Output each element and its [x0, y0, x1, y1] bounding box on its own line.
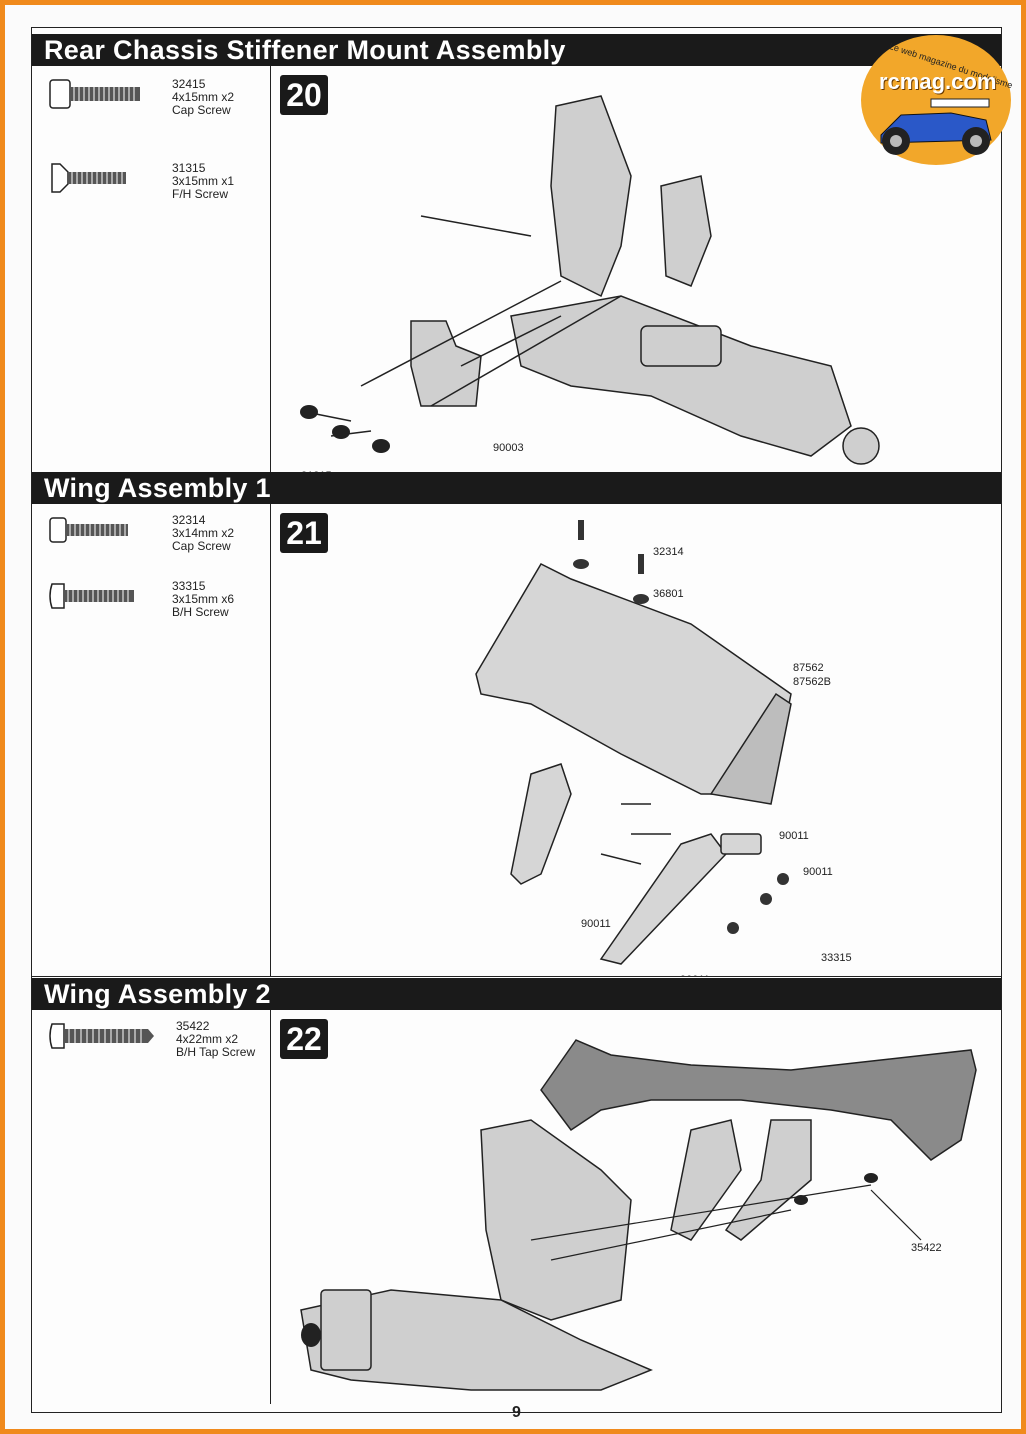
callout: 35422 [911, 1242, 942, 1254]
part-label: 33315 3x15mm x6 B/H Screw [172, 580, 234, 619]
cap-screw-icon [49, 79, 140, 109]
assembly-diagram-20: 20 [271, 66, 1001, 472]
callout: 90011 [581, 918, 611, 930]
step-number: 22 [280, 1019, 328, 1059]
part-label: 32415 4x15mm x2 Cap Screw [172, 78, 234, 117]
section-rear-chassis-stiffener: Rear Chassis Stiffener Mount Assembly 32… [32, 34, 1001, 473]
rear-wing-diagram-icon [475, 520, 792, 965]
callout: 31315 [301, 470, 332, 472]
part-size: 3x15mm x6 [172, 592, 235, 606]
flat-head-screw-icon [51, 163, 126, 193]
section-body: 32415 4x15mm x2 Cap Screw [32, 66, 1001, 473]
button-head-screw-icon [49, 583, 134, 609]
section-wing-assembly-1: Wing Assembly 1 32314 3x14mm [32, 472, 1001, 977]
callout: 87562B [793, 676, 831, 688]
logo-brand: rcmag.com [879, 69, 997, 94]
part-size: 4x22mm x2 [176, 1032, 239, 1046]
callout: 33315 [821, 952, 852, 964]
part-name: Cap Screw [172, 539, 231, 553]
callout: 90011 [779, 830, 809, 842]
part-code: 35422 [176, 1019, 210, 1033]
rcmag-logo[interactable]: Le web magazine du modelisme rcmag.com [861, 35, 1014, 165]
cap-screw-icon [49, 517, 128, 543]
part-size: 4x15mm x2 [172, 90, 235, 104]
section-title: Wing Assembly 1 [32, 472, 1001, 504]
part-size: 3x15mm x1 [172, 174, 235, 188]
part-name: B/H Tap Screw [176, 1045, 256, 1059]
part-name: F/H Screw [172, 187, 229, 201]
part-code: 32314 [172, 513, 206, 527]
assembly-diagram-21: 21 [271, 504, 1001, 976]
part-label: 32314 3x14mm x2 Cap Screw [172, 514, 234, 553]
manual-page: Rear Chassis Stiffener Mount Assembly 32… [31, 27, 1002, 1421]
part-label: 35422 4x22mm x2 B/H Tap Screw [176, 1020, 255, 1059]
callout: 87562 [793, 662, 824, 674]
part-size: 3x14mm x2 [172, 526, 235, 540]
callout: 32314 [653, 546, 684, 558]
rc-car-icon [880, 98, 992, 155]
page-number: 9 [512, 1404, 521, 1421]
rear-chassis-diagram-icon [300, 95, 880, 465]
section-title: Rear Chassis Stiffener Mount Assembly [32, 34, 1001, 66]
section-title: Wing Assembly 2 [32, 978, 1001, 1010]
callout: 90011 [680, 974, 710, 976]
callout: 90003 [493, 442, 524, 454]
part-code: 31315 [172, 161, 206, 175]
wing-on-chassis-diagram-icon [300, 1039, 977, 1391]
part-code: 32415 [172, 77, 206, 91]
section-body: 35422 4x22mm x2 B/H Tap Screw 22 [32, 1010, 1001, 1404]
callout: 36801 [653, 588, 684, 600]
part-label: 31315 3x15mm x1 F/H Screw [172, 162, 234, 201]
section-body: 32314 3x14mm x2 Cap Screw [32, 504, 1001, 977]
callout: 90011 [803, 866, 833, 878]
step-number: 20 [280, 75, 328, 115]
parts-column: 35422 4x22mm x2 B/H Tap Screw [32, 1010, 271, 1404]
section-wing-assembly-2: Wing Assembly 2 35422 [32, 978, 1001, 1404]
part-name: Cap Screw [172, 103, 231, 117]
button-head-tap-screw-icon [49, 1023, 154, 1049]
parts-column: 32415 4x15mm x2 Cap Screw [32, 66, 271, 472]
part-name: B/H Screw [172, 605, 229, 619]
parts-column: 32314 3x14mm x2 Cap Screw [32, 504, 271, 976]
step-number: 21 [280, 513, 328, 553]
assembly-diagram-22: 22 [271, 1010, 1001, 1404]
part-code: 33315 [172, 579, 206, 593]
